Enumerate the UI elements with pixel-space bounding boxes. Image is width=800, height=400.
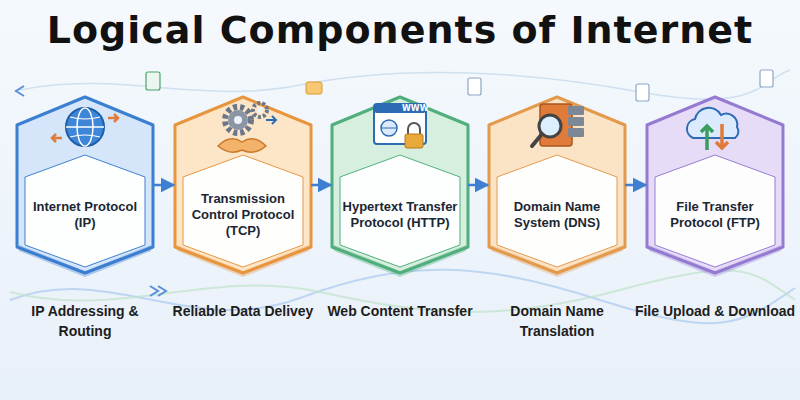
protocol-description: Domain Name Translation xyxy=(475,301,639,342)
hexagon-shape xyxy=(173,95,313,275)
web-globe xyxy=(381,128,397,129)
hexagon-outline xyxy=(647,97,783,273)
cloud-icon xyxy=(687,108,738,138)
globe-meridian xyxy=(77,108,93,146)
protocol-box: Domain Name System (DNS)Domain Name Tran… xyxy=(487,95,627,275)
protocol-name: Internet Protocol (IP) xyxy=(27,183,143,247)
diagram-title: Logical Components of Internet xyxy=(0,8,800,52)
lock-shackle xyxy=(408,123,420,134)
protocol-box: Hypertext Transfer Protocol (HTTP)Web Co… xyxy=(330,95,470,275)
hexagon-panel xyxy=(340,155,460,267)
protocol-box: File Transfer Protocol (FTP)File Upload … xyxy=(645,95,785,275)
deco-arrow xyxy=(150,286,166,296)
deco-arrow xyxy=(16,86,24,96)
hexagon-panel xyxy=(497,155,617,267)
lock-icon xyxy=(405,134,423,148)
protocol-box: Transmission Control Protocol (TCP)Relia… xyxy=(173,95,313,275)
hexagon-outline xyxy=(332,97,468,273)
server-icon xyxy=(568,106,584,115)
upload-arrow xyxy=(701,126,713,150)
gear-icon xyxy=(253,103,267,117)
server-icon xyxy=(568,117,584,126)
gear-hub xyxy=(234,116,242,124)
document-icon xyxy=(146,72,160,90)
server-icon xyxy=(568,128,584,137)
flow-connector xyxy=(625,184,646,187)
hexagon-outline xyxy=(175,97,311,273)
hexagon-panel xyxy=(25,155,145,267)
flow-connector xyxy=(153,184,174,187)
protocol-name: File Transfer Protocol (FTP) xyxy=(657,183,773,247)
arrow-icon xyxy=(266,116,276,124)
folder-icon xyxy=(306,82,322,94)
flow-wave xyxy=(20,70,790,99)
hexagon-shape xyxy=(645,95,785,275)
document-icon xyxy=(468,78,481,95)
flow-connector xyxy=(311,184,331,187)
hexagon-shape xyxy=(330,95,470,275)
document-icon xyxy=(636,84,649,101)
protocol-name: Transmission Control Protocol (TCP) xyxy=(185,183,301,247)
hexagon-shape xyxy=(15,95,155,275)
hexagon-outline xyxy=(17,97,153,273)
icon-label: WWW xyxy=(402,104,428,113)
gear-hub xyxy=(257,107,263,113)
protocol-description: IP Addressing & Routing xyxy=(3,301,167,342)
protocol-description: Web Content Transfer xyxy=(318,301,482,321)
globe-icon xyxy=(66,108,104,146)
book-icon xyxy=(540,104,572,146)
gear-icon xyxy=(225,107,251,133)
protocol-box: Internet Protocol (IP)IP Addressing & Ro… xyxy=(15,95,155,275)
protocol-name: Domain Name System (DNS) xyxy=(499,183,615,247)
gear-icon xyxy=(228,110,248,130)
globe-parallel xyxy=(70,117,100,137)
protocol-name: Hypertext Transfer Protocol (HTTP) xyxy=(342,183,458,247)
hexagon-shape xyxy=(487,95,627,275)
web-globe xyxy=(381,120,397,136)
protocol-description: File Upload & Download xyxy=(633,301,797,321)
document-icon xyxy=(760,70,773,87)
magnifier-handle xyxy=(532,134,542,146)
hexagon-outline xyxy=(489,97,625,273)
magnifier-icon xyxy=(539,115,561,137)
protocol-description: Reliable Data Delivey xyxy=(161,301,325,321)
globe-equator xyxy=(66,126,104,128)
handshake-icon xyxy=(218,139,266,152)
flow-connector xyxy=(468,184,488,187)
arrow-icon xyxy=(52,134,62,142)
hexagon-panel xyxy=(183,155,303,267)
download-arrow xyxy=(716,124,728,148)
arrow-icon xyxy=(108,114,118,122)
hexagon-panel xyxy=(655,155,775,267)
